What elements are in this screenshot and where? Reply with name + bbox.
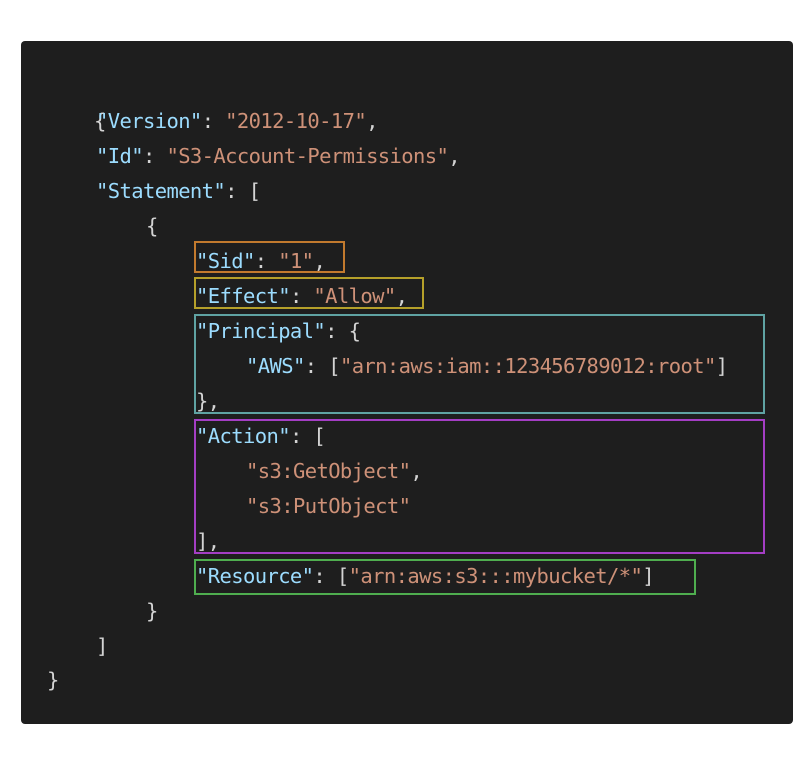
code-line-sid: "Sid": "1",	[196, 244, 326, 278]
aws-value: "arn:aws:iam::123456789012:root"	[339, 354, 716, 378]
comma: ,	[448, 144, 461, 168]
action-key: "Action"	[196, 424, 291, 448]
code-line-aws: "AWS": ["arn:aws:iam::123456789012:root"…	[246, 349, 728, 383]
effect-value: "Allow"	[313, 284, 396, 308]
principal-close: },	[196, 389, 220, 413]
statement-close: ]	[96, 634, 108, 658]
action-item: "s3:GetObject"	[246, 459, 411, 483]
code-line-stmt-open: {	[146, 209, 158, 243]
colon: :	[225, 179, 249, 203]
comma: ,	[395, 284, 408, 308]
colon: : [	[313, 564, 349, 588]
code-panel: { "Version": "2012-10-17", "Id": "S3-Acc…	[21, 41, 793, 724]
colon: :	[142, 144, 167, 168]
resource-value: "arn:aws:s3:::mybucket/*"	[348, 564, 643, 588]
colon: : [	[304, 354, 341, 378]
comma: ,	[366, 109, 378, 133]
resource-key: "Resource"	[196, 564, 314, 588]
close-bracket: ]	[642, 564, 654, 588]
principal-open: {	[348, 319, 361, 343]
comma: ,	[410, 459, 423, 483]
version-value: "2012-10-17"	[225, 109, 367, 133]
code-line-action-item-2: "s3:PutObject"	[246, 489, 411, 523]
code-line-stmt-close: }	[146, 594, 158, 628]
code-line-principal-close: },	[196, 384, 220, 418]
stmt-close: }	[146, 599, 158, 623]
comma: ,	[313, 249, 326, 273]
statement-open: [	[248, 179, 261, 203]
code-line-action-item-1: "s3:GetObject",	[246, 454, 423, 488]
principal-key: "Principal"	[196, 319, 326, 343]
sid-key: "Sid"	[196, 249, 255, 273]
colon: :	[201, 109, 226, 133]
statement-key: "Statement"	[96, 179, 226, 203]
action-open: [	[313, 424, 326, 448]
code-line-id: "Id": "S3-Account-Permissions",	[96, 139, 461, 173]
code-line-statement-close: ]	[96, 629, 108, 663]
code-line-resource: "Resource": ["arn:aws:s3:::mybucket/*"]	[196, 559, 655, 593]
effect-key: "Effect"	[196, 284, 291, 308]
code-line-1: {	[47, 70, 106, 133]
colon: :	[289, 284, 314, 308]
code-line-action-close: ],	[196, 524, 220, 558]
close-brace: }	[47, 668, 59, 692]
open-brace: {	[93, 109, 106, 133]
action-item: "s3:PutObject"	[246, 494, 411, 518]
id-value: "S3-Account-Permissions"	[166, 144, 449, 168]
sid-value: "1"	[278, 249, 314, 273]
code-line-effect: "Effect": "Allow",	[196, 279, 408, 313]
stmt-open: {	[146, 214, 158, 238]
version-key: "Version"	[96, 109, 202, 133]
close-bracket: ]	[715, 354, 728, 378]
colon: :	[254, 249, 279, 273]
id-key: "Id"	[96, 144, 144, 168]
colon: :	[289, 424, 314, 448]
colon: :	[325, 319, 349, 343]
code-line-statement: "Statement": [	[96, 174, 261, 208]
code-line-principal: "Principal": {	[196, 314, 361, 348]
action-close: ],	[196, 529, 220, 553]
code-line-last: }	[47, 663, 59, 697]
aws-key: "AWS"	[246, 354, 305, 378]
code-line-action: "Action": [	[196, 419, 326, 453]
code-line-version: "Version": "2012-10-17",	[96, 104, 378, 138]
